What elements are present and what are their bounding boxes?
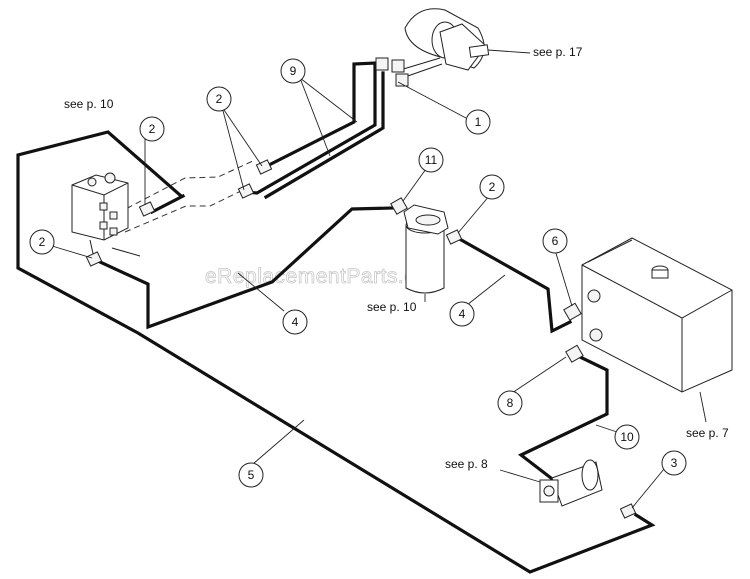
valve-outlet-hose	[149, 193, 186, 215]
callout-11: 11	[418, 147, 444, 173]
callout-4-right-label: 4	[459, 307, 466, 321]
dashed-line-lower	[124, 189, 244, 233]
leader-lines	[51, 49, 707, 509]
ref-see-p10-filter: see p. 10	[367, 300, 417, 314]
callout-4-left: 4	[282, 309, 308, 335]
callout-3: 3	[661, 450, 687, 476]
dashed-line-upper	[117, 159, 256, 214]
hydraulic-motor[interactable]	[399, 8, 490, 79]
hose-9-upper	[244, 61, 377, 195]
callout-2-valve-label: 2	[149, 122, 156, 136]
callout-2-left-label: 2	[39, 235, 46, 249]
filter[interactable]	[403, 204, 449, 294]
ref-see-p7: see p. 7	[686, 426, 729, 440]
hydraulic-tank[interactable]	[581, 237, 733, 393]
callout-11-label: 11	[425, 153, 438, 167]
callout-2-filter: 2	[479, 174, 505, 200]
callout-6: 6	[542, 228, 568, 254]
callout-2-valve: 2	[139, 116, 165, 142]
callout-5-label: 5	[248, 468, 255, 482]
hydraulic-pump[interactable]	[539, 459, 603, 507]
hose-9-lower	[263, 71, 385, 200]
callout-9: 9	[280, 58, 306, 84]
hose-4-right	[453, 234, 573, 334]
callout-2-mid-label: 2	[216, 92, 223, 106]
callout-8: 8	[497, 390, 523, 416]
callout-3-label: 3	[671, 456, 678, 470]
callout-8-label: 8	[507, 396, 514, 410]
ref-see-p17: see p. 17	[533, 45, 583, 59]
callout-4-left-label: 4	[292, 315, 299, 329]
motor-fittings	[375, 57, 409, 87]
fittings	[85, 159, 637, 519]
callout-2-mid: 2	[206, 86, 232, 112]
callout-2-left: 2	[29, 229, 55, 255]
callout-10-label: 10	[620, 430, 634, 444]
hose-5	[16, 130, 656, 574]
hose-10	[517, 354, 609, 481]
callout-4-right: 4	[449, 301, 475, 327]
ref-see-p8: see p. 8	[445, 457, 488, 471]
callout-5: 5	[238, 462, 264, 488]
callout-1: 1	[465, 109, 491, 135]
hose-4-left	[97, 206, 395, 330]
control-valve[interactable]	[71, 172, 141, 259]
callout-9-label: 9	[290, 64, 297, 78]
watermark: eReplacementParts.com	[205, 265, 445, 288]
callout-2-filter-label: 2	[489, 180, 496, 194]
callout-10: 10	[614, 424, 640, 450]
callout-6-label: 6	[552, 234, 559, 248]
callout-1-label: 1	[475, 115, 482, 129]
ref-see-p10-valve: see p. 10	[64, 97, 114, 111]
